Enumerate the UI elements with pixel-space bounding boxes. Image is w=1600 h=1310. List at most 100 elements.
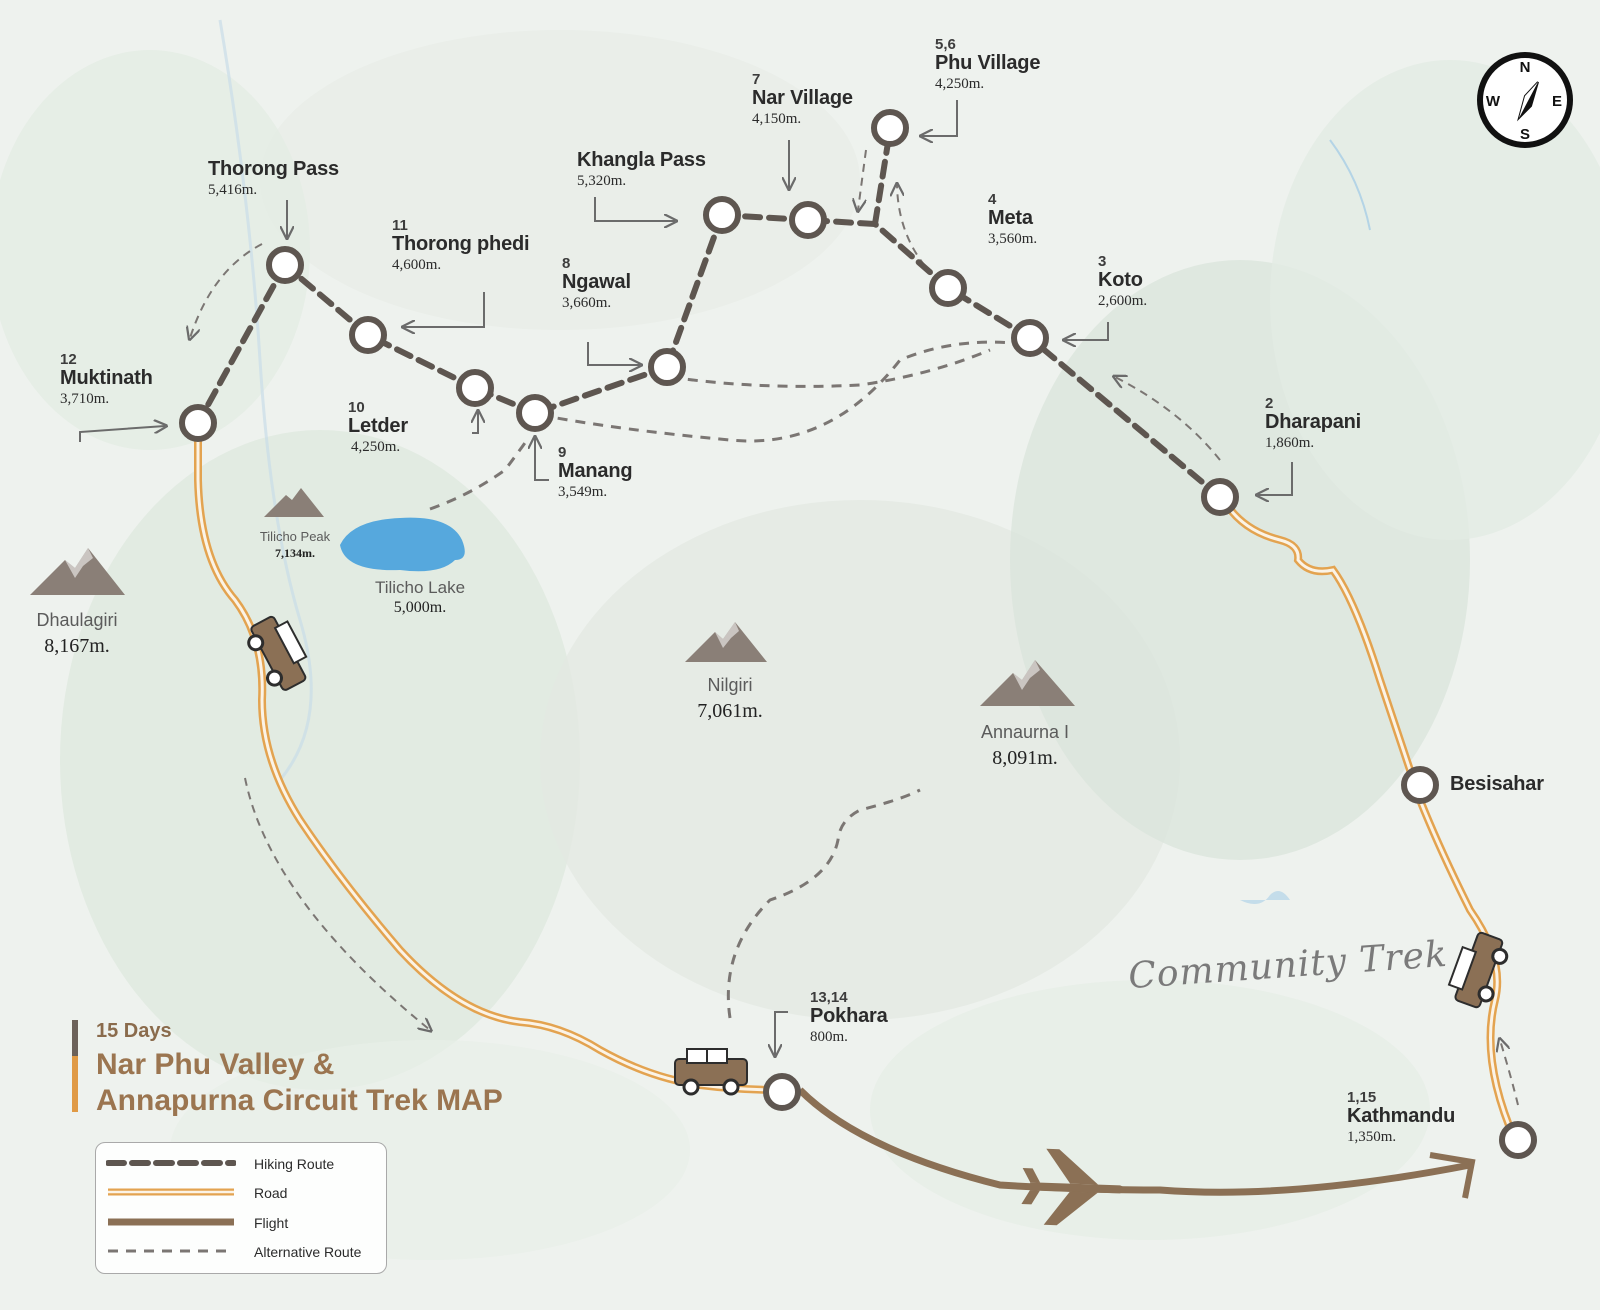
alt-route-pokhara	[726, 788, 921, 1019]
label-ngawal: 8 Ngawal 3,660m.	[562, 256, 631, 312]
compass-icon: N S W E	[1477, 52, 1573, 148]
road-routes	[194, 423, 1519, 1142]
compass-north: N	[1520, 59, 1531, 76]
day-label: 9	[558, 444, 567, 461]
stop-name: Meta	[988, 206, 1033, 229]
peak-altitude: 8,167m.	[44, 635, 110, 657]
legend-item-flight: Flight	[96, 1210, 386, 1236]
day-label: 10	[348, 399, 365, 416]
jeep-icon	[247, 615, 308, 691]
legend-item-alternative: Alternative Route	[96, 1239, 386, 1265]
day-label: 7	[752, 71, 761, 88]
stop-marker-nar-village	[789, 201, 827, 239]
label-manang: 9 Manang 3,549m.	[558, 444, 633, 501]
label-meta: 4 Meta 3,560m.	[988, 192, 1037, 248]
mountain-icon-tilicho-peak	[264, 488, 324, 517]
stop-altitude: 4,250m.	[935, 75, 985, 92]
stop-marker-muktinath	[179, 404, 217, 442]
label-letder: 10 Letder 4,250m.	[348, 400, 408, 456]
peak-name: Dhaulagiri	[36, 610, 118, 630]
day-label: 3	[1098, 253, 1107, 270]
day-label: 5,6	[935, 36, 956, 53]
alternative-routes	[429, 340, 1031, 1019]
peak-label-annapurna: Annaurna I 8,091m.	[965, 722, 1085, 770]
day-label: 4	[988, 191, 997, 208]
label-pointer-arrows	[79, 100, 1293, 1055]
stop-name: Ngawal	[562, 270, 631, 293]
stop-name: Muktinath	[60, 366, 153, 389]
stop-name: Besisahar	[1450, 773, 1544, 795]
label-koto: 3 Koto 2,600m.	[1098, 254, 1147, 310]
stop-name: Nar Village	[752, 86, 853, 109]
stop-marker-pokhara	[763, 1073, 801, 1111]
tilicho-lake-shape	[340, 517, 465, 572]
stop-marker-dharapani	[1201, 478, 1239, 516]
lake-name: Tilicho Lake	[374, 578, 466, 597]
day-label: 2	[1265, 395, 1274, 412]
title-line-2: Annapurna Circuit Trek MAP	[96, 1084, 503, 1117]
peak-altitude: 7,134m.	[275, 546, 315, 560]
label-thorong-pass: Thorong Pass 5,416m.	[208, 159, 339, 199]
stop-altitude: 4,250m.	[351, 438, 401, 455]
stop-name: Pokhara	[810, 1004, 888, 1027]
legend-swatch-alternative	[108, 1249, 234, 1253]
legend-swatch-hiking	[106, 1160, 236, 1166]
legend-label: Hiking Route	[254, 1156, 335, 1172]
day-label: 12	[60, 351, 77, 368]
label-besisahar: Besisahar	[1450, 774, 1544, 795]
stop-marker-khangla-pass	[703, 196, 741, 234]
stop-altitude: 4,150m.	[752, 110, 802, 127]
label-khangla-pass: Khangla Pass 5,320m.	[577, 150, 706, 190]
compass-south: S	[1520, 126, 1530, 143]
legend-label: Road	[254, 1185, 288, 1201]
peak-name: Nilgiri	[707, 675, 753, 695]
label-phu-village: 5,6 Phu Village 4,250m.	[935, 37, 1040, 93]
day-label: 13,14	[810, 989, 848, 1006]
alternative-arrows	[190, 149, 1519, 1106]
stop-marker-kathmandu	[1499, 1121, 1537, 1159]
compass-west: W	[1486, 93, 1501, 110]
stop-altitude: 2,600m.	[1098, 292, 1148, 309]
stop-marker-koto	[1011, 319, 1049, 357]
label-muktinath: 12 Muktinath 3,710m.	[60, 352, 153, 408]
stop-marker-meta	[929, 269, 967, 307]
stop-altitude: 1,860m.	[1265, 434, 1315, 451]
stop-circles	[179, 109, 1537, 1159]
label-pokhara: 13,14 Pokhara 800m.	[810, 990, 888, 1046]
stop-name: Manang	[558, 459, 633, 482]
stop-name: Koto	[1098, 268, 1143, 291]
stop-altitude: 5,416m.	[208, 182, 258, 198]
peak-name: Annaurna I	[980, 722, 1070, 742]
stop-altitude: 3,660m.	[562, 294, 612, 311]
mountain-icon-annapurna	[980, 660, 1075, 706]
day-label: 8	[562, 255, 571, 272]
lake-label-tilicho: Tilicho Lake 5,000m.	[360, 578, 480, 617]
legend-swatch-road	[108, 1188, 234, 1196]
label-thorong-phedi: 11 Thorong phedi 4,600m.	[392, 217, 530, 274]
legend-swatch-flight	[108, 1218, 234, 1226]
flight-arrowhead	[1429, 1152, 1476, 1199]
mountain-icon-dhaulagiri	[30, 548, 125, 595]
legend-label: Alternative Route	[254, 1244, 362, 1260]
lake-altitude: 5,000m.	[393, 599, 447, 616]
day-label: 11	[392, 217, 408, 234]
stop-name: Kathmandu	[1347, 1104, 1456, 1127]
stop-name: Dharapani	[1265, 410, 1362, 433]
stop-marker-besisahar	[1401, 766, 1439, 804]
jeep-icon	[1447, 931, 1509, 1009]
stop-marker-thorong-phedi	[349, 316, 387, 354]
label-dharapani: 2 Dharapani 1,860m.	[1265, 396, 1361, 452]
stop-name: Letder	[348, 414, 408, 437]
title-accent-bar	[72, 1056, 78, 1112]
title-days: 15 Days	[96, 1020, 172, 1042]
jeep-icon	[674, 1048, 748, 1096]
stop-name: Thorong Pass	[208, 158, 339, 180]
stop-marker-phu-village	[871, 109, 909, 147]
stop-altitude: 1,350m.	[1347, 1128, 1397, 1145]
title-text: Nar Phu Valley & Annapurna Circuit Trek …	[96, 1047, 503, 1119]
label-kathmandu: 1,15 Kathmandu 1,350m.	[1347, 1090, 1455, 1146]
legend: Hiking Route Road Flight Alternative Rou…	[95, 1142, 387, 1274]
peak-altitude: 8,091m.	[992, 747, 1058, 769]
peak-label-tilicho: Tilicho Peak 7,134m.	[250, 529, 340, 561]
